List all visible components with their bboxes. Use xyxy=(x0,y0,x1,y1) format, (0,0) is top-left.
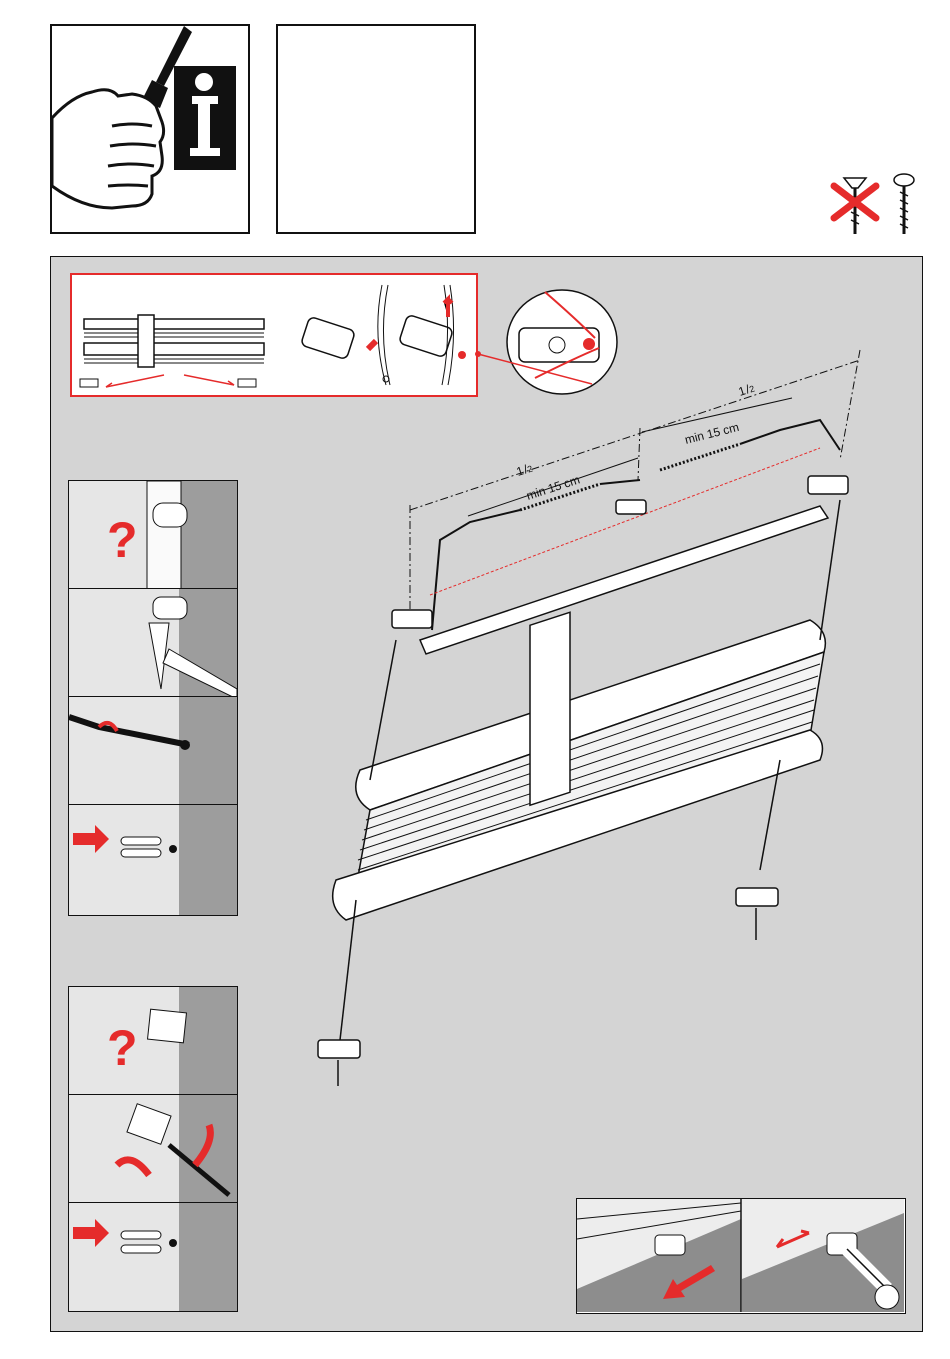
step-b3 xyxy=(68,1202,238,1312)
release-detail-left xyxy=(577,1199,741,1312)
step-a1: ? xyxy=(68,480,238,590)
bottom-brackets xyxy=(318,888,778,1086)
release-detail xyxy=(576,1198,906,1314)
info-box xyxy=(50,24,250,234)
step-set-a: ? xyxy=(68,480,238,916)
brackets xyxy=(392,476,848,628)
step-a3 xyxy=(68,696,238,806)
pan-head-screw-icon xyxy=(894,174,914,234)
question-mark-b: ? xyxy=(107,1020,138,1076)
packed-blind-illustration xyxy=(80,315,264,387)
dim-min-right: min 15 cm xyxy=(683,420,740,447)
blank-box xyxy=(276,24,476,234)
head-rail xyxy=(333,612,826,920)
step-b1: ? xyxy=(68,986,238,1096)
dim-min-left: min 15 cm xyxy=(525,472,582,502)
info-hand-screwdriver-icon xyxy=(52,26,248,232)
step-set-b: ? xyxy=(68,986,238,1312)
step-a4 xyxy=(68,804,238,916)
dim-half-left: 1/2 xyxy=(515,461,535,479)
step-b2 xyxy=(68,1094,238,1204)
release-detail-right xyxy=(742,1199,904,1312)
screw-icons xyxy=(826,170,926,240)
blind-assembly-diagram: 1/2 1/2 min 15 cm min 15 cm xyxy=(300,340,900,1100)
dim-half-right: 1/2 xyxy=(737,381,757,399)
countersunk-screw-crossed-icon xyxy=(834,178,876,234)
top-rail xyxy=(420,506,828,654)
question-mark-a: ? xyxy=(107,512,138,568)
step-a2 xyxy=(68,588,238,698)
